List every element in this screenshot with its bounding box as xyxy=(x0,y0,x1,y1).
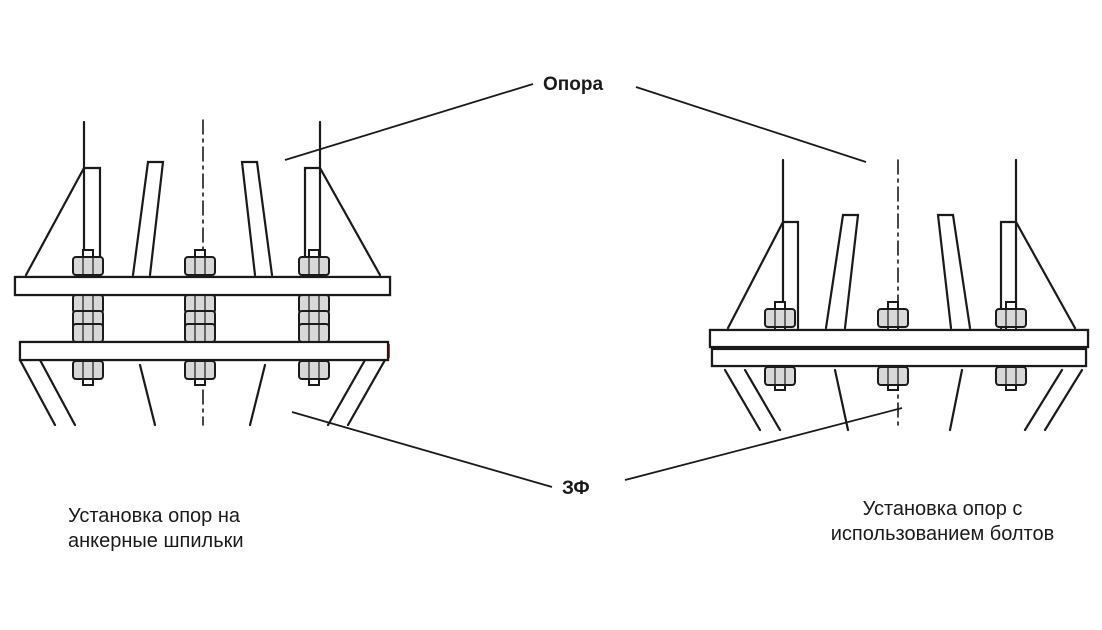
nut xyxy=(72,360,104,380)
left-gusset xyxy=(240,160,274,277)
nut xyxy=(298,323,330,343)
leader-foundation-right xyxy=(624,407,903,481)
right-gusset xyxy=(824,213,860,330)
left-gusset xyxy=(303,166,382,277)
right-caption-line1: Установка опор с xyxy=(862,498,1023,520)
right-gusset xyxy=(936,213,972,330)
right-foundation-plate xyxy=(710,347,1088,368)
right-assembly xyxy=(723,158,1084,432)
left-bolts xyxy=(72,249,330,386)
right-gusset xyxy=(723,368,762,432)
nut xyxy=(298,256,330,276)
nut xyxy=(995,366,1027,386)
left-gusset xyxy=(138,363,157,427)
left-foundation-plate xyxy=(18,340,390,362)
right-caption: Установка опор с использованием болтов xyxy=(800,497,1085,547)
right-gusset xyxy=(999,220,1077,330)
left-gusset xyxy=(131,160,165,277)
right-gusset xyxy=(833,368,850,432)
leader-foundation-left xyxy=(291,411,553,488)
nut xyxy=(764,366,796,386)
nut xyxy=(764,308,796,328)
right-gusset xyxy=(1043,368,1084,432)
nut xyxy=(995,308,1027,328)
left-caption-line2: анкерные шпильки xyxy=(68,530,244,552)
nut xyxy=(184,360,216,380)
nut xyxy=(298,360,330,380)
right-base-plate xyxy=(708,328,1090,349)
nut xyxy=(72,256,104,276)
leader-lines xyxy=(284,83,903,488)
nut xyxy=(184,256,216,276)
left-gusset xyxy=(248,363,267,427)
left-caption-line1: Установка опор на xyxy=(68,505,241,527)
left-gusset xyxy=(326,358,367,427)
leader-support-right xyxy=(635,86,867,163)
left-caption: Установка опор на анкерные шпильки xyxy=(68,504,244,554)
left-gusset xyxy=(18,358,57,427)
right-gusset xyxy=(743,368,782,432)
nut xyxy=(877,366,909,386)
nut xyxy=(72,323,104,343)
right-caption-line2: использованием болтов xyxy=(830,523,1055,545)
support-label: Опора xyxy=(543,74,604,95)
right-gusset xyxy=(726,220,800,330)
right-gusset xyxy=(1023,368,1064,432)
nut xyxy=(877,308,909,328)
foundation-label: ЗФ xyxy=(562,478,590,499)
nut xyxy=(184,323,216,343)
left-base-plate xyxy=(13,275,392,297)
left-gusset xyxy=(38,358,77,427)
left-gusset xyxy=(24,166,102,277)
right-gusset xyxy=(948,368,964,432)
left-gusset xyxy=(346,358,387,427)
leader-support-left xyxy=(284,83,534,161)
